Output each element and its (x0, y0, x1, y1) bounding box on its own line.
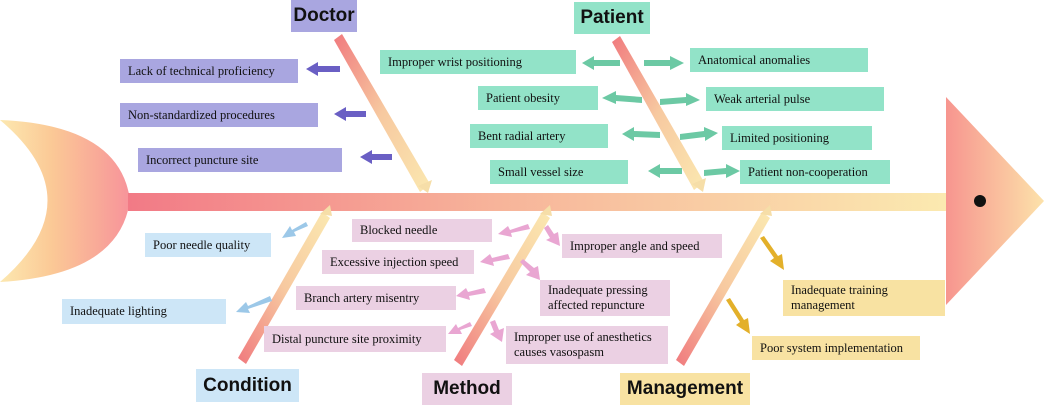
arrow (448, 322, 472, 334)
cause-label: Blocked needle (352, 219, 492, 242)
cause-label: Non-standardized procedures (120, 103, 318, 127)
doctor-arrows (306, 62, 392, 164)
fish-spine (128, 193, 950, 211)
category-condition: Condition (196, 369, 299, 402)
arrow (680, 127, 718, 141)
arrow (726, 298, 750, 334)
cause-label: Poor needle quality (145, 233, 271, 257)
arrow (282, 222, 308, 238)
arrow (520, 259, 540, 280)
arrow (236, 296, 272, 313)
cause-label: Bent radial artery (470, 124, 608, 148)
method-arrows (448, 224, 560, 342)
category-management: Management (620, 373, 750, 405)
arrow (582, 56, 620, 70)
cause-label: Branch artery misentry (296, 286, 456, 310)
category-doctor: Doctor (291, 0, 357, 32)
arrow (602, 91, 642, 104)
arrow (644, 56, 684, 70)
cause-label: Lack of technical proficiency (120, 59, 298, 83)
method-bone-tip (540, 205, 552, 216)
arrow (498, 224, 530, 237)
arrow (306, 62, 340, 76)
arrow (660, 93, 700, 106)
cause-label: Patient obesity (478, 86, 598, 110)
arrow (704, 164, 740, 178)
fish-head (946, 97, 1044, 305)
cause-label: Inadequate training management (783, 280, 945, 316)
patient-bone (612, 36, 704, 190)
cause-label: Limited positioning (722, 126, 872, 150)
category-method: Method (422, 373, 512, 405)
cause-label: Inadequate pressing affected repuncture (540, 280, 670, 316)
management-bone-tip (760, 205, 772, 216)
cause-label: Weak arterial pulse (706, 87, 884, 111)
category-patient: Patient (574, 2, 650, 34)
fish-tail (0, 120, 130, 282)
condition-arrows (236, 222, 308, 313)
cause-label: Patient non-cooperation (740, 160, 890, 184)
arrow (760, 236, 784, 270)
management-arrows (726, 236, 784, 334)
arrow (544, 225, 560, 246)
arrow (648, 164, 682, 178)
doctor-bone-tip (418, 180, 432, 193)
arrow (334, 107, 366, 121)
management-bone (676, 212, 770, 366)
arrow (490, 320, 504, 342)
arrow (456, 288, 486, 300)
patient-arrows (582, 56, 740, 178)
cause-label: Distal puncture site proximity (264, 326, 446, 352)
patient-bone-tip (692, 178, 706, 192)
cause-label: Anatomical anomalies (690, 48, 868, 72)
cause-label: Improper wrist positioning (380, 50, 576, 74)
method-bone (454, 212, 550, 366)
arrow (480, 254, 510, 266)
fish-eye (974, 195, 986, 207)
cause-label: Poor system implementation (752, 336, 920, 360)
doctor-bone (334, 34, 430, 192)
condition-bone-tip (320, 205, 332, 216)
arrow (360, 150, 392, 164)
cause-label: Excessive injection speed (322, 250, 474, 274)
cause-label: Improper use of anesthetics causes vasos… (506, 326, 668, 364)
condition-bone (238, 212, 330, 364)
cause-label: Inadequate lighting (62, 299, 226, 324)
cause-label: Incorrect puncture site (138, 148, 342, 172)
cause-label: Improper angle and speed (562, 234, 722, 258)
cause-label: Small vessel size (490, 160, 628, 184)
arrow (622, 127, 660, 141)
